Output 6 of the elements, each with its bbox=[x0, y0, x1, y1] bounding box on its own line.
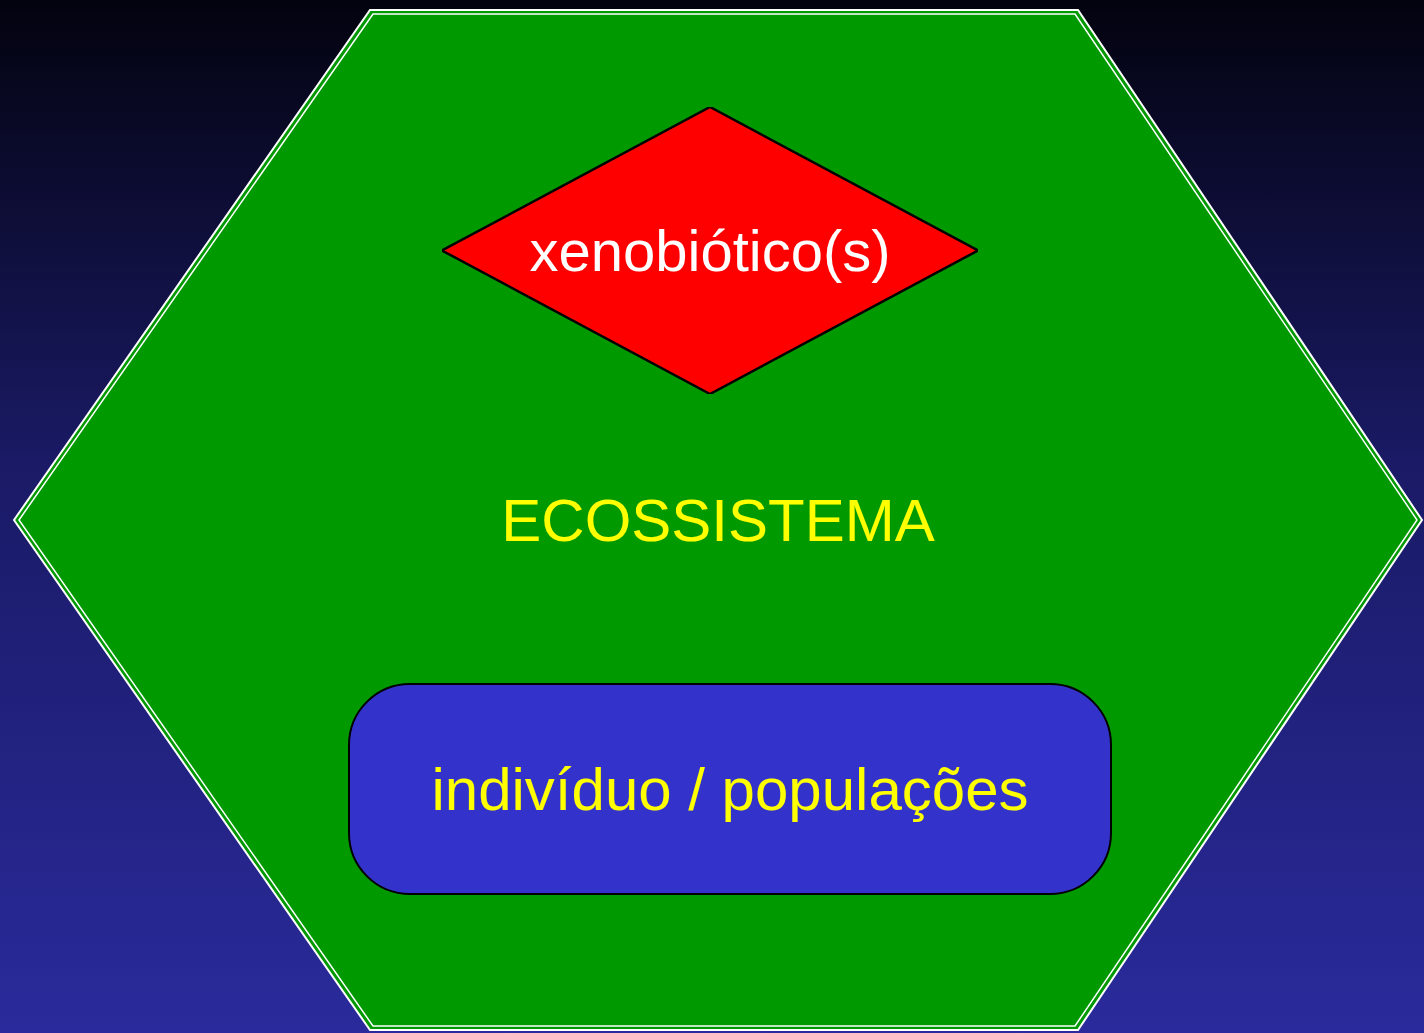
diamond-label: xenobiótico(s) bbox=[529, 217, 891, 284]
box-label: indivíduo / populações bbox=[431, 754, 1029, 824]
decision-diamond bbox=[442, 107, 978, 394]
hexagon bbox=[12, 8, 1424, 1032]
rounded-box bbox=[348, 683, 1112, 895]
hexagon-label: ECOSSISTEMA bbox=[500, 486, 936, 555]
